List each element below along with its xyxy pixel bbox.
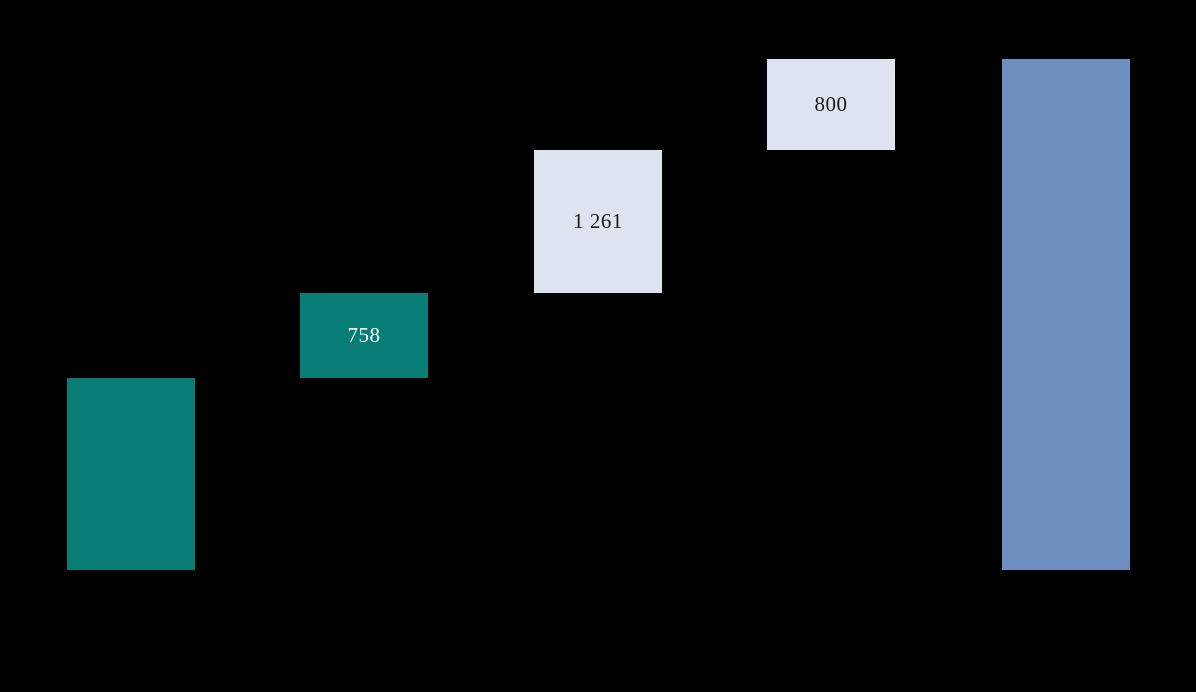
- bar-value-label: 800: [814, 91, 848, 116]
- waterfall-bar-segment-1: [67, 378, 195, 570]
- waterfall-bar-segment-4: 800: [767, 59, 895, 150]
- bar-value-label: 1 261: [573, 208, 623, 233]
- waterfall-bar-segment-3: 1 261: [534, 149, 662, 293]
- bar-value-label: 758: [347, 323, 381, 347]
- total-bar: [1002, 59, 1130, 570]
- waterfall-bar-segment-2: 758: [300, 292, 428, 379]
